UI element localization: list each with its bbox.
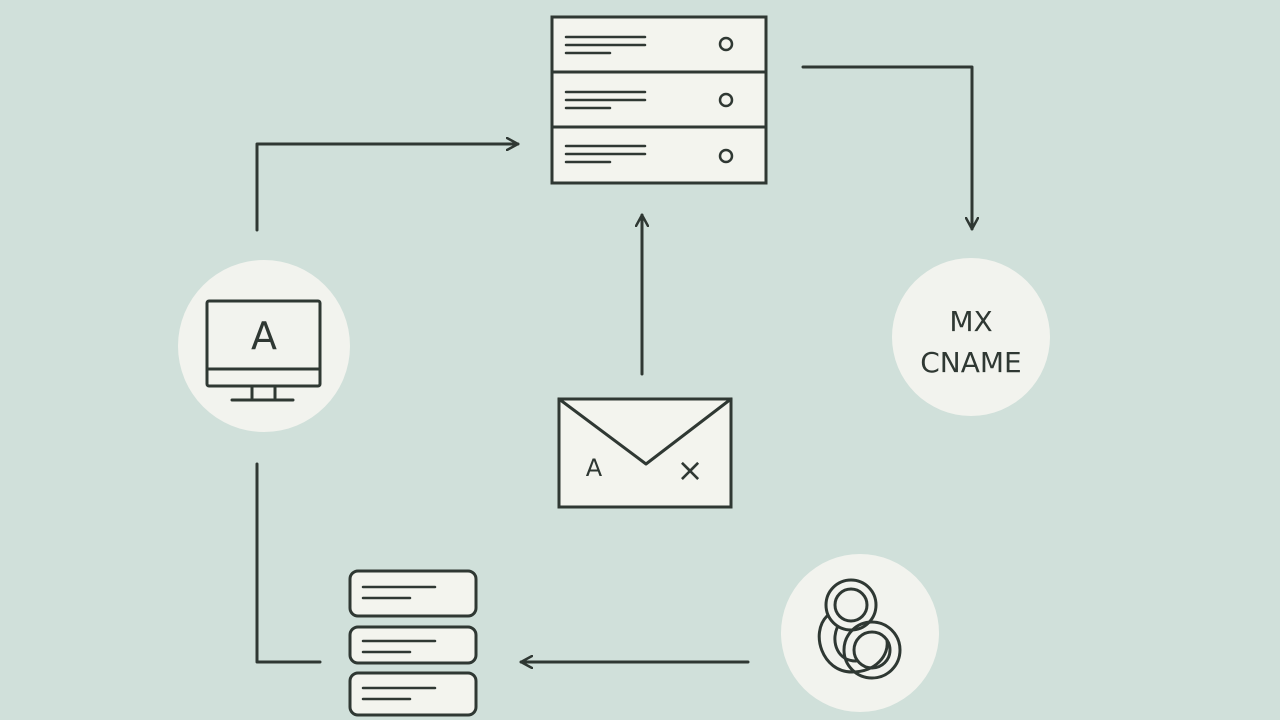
server-stack-icon bbox=[348, 569, 478, 717]
connector-bottom-server-to-workstation bbox=[255, 462, 322, 664]
workstation-letter: A bbox=[251, 314, 277, 358]
dns-records-node: MX CNAME bbox=[892, 258, 1050, 416]
chain-link-icon bbox=[817, 578, 902, 680]
arrow-server-to-dns bbox=[801, 65, 972, 231]
dns-record-mx: MX bbox=[949, 305, 992, 338]
server-rack-icon bbox=[550, 15, 768, 185]
link-node bbox=[781, 554, 939, 712]
envelope-left-mark: A bbox=[586, 454, 603, 482]
arrow-workstation-to-server bbox=[255, 144, 520, 232]
envelope-right-mark: × bbox=[677, 451, 704, 489]
dns-record-cname: CNAME bbox=[920, 346, 1022, 379]
envelope-icon: A × bbox=[557, 397, 733, 509]
monitor-icon bbox=[205, 299, 322, 402]
workstation-node: A bbox=[178, 260, 350, 432]
